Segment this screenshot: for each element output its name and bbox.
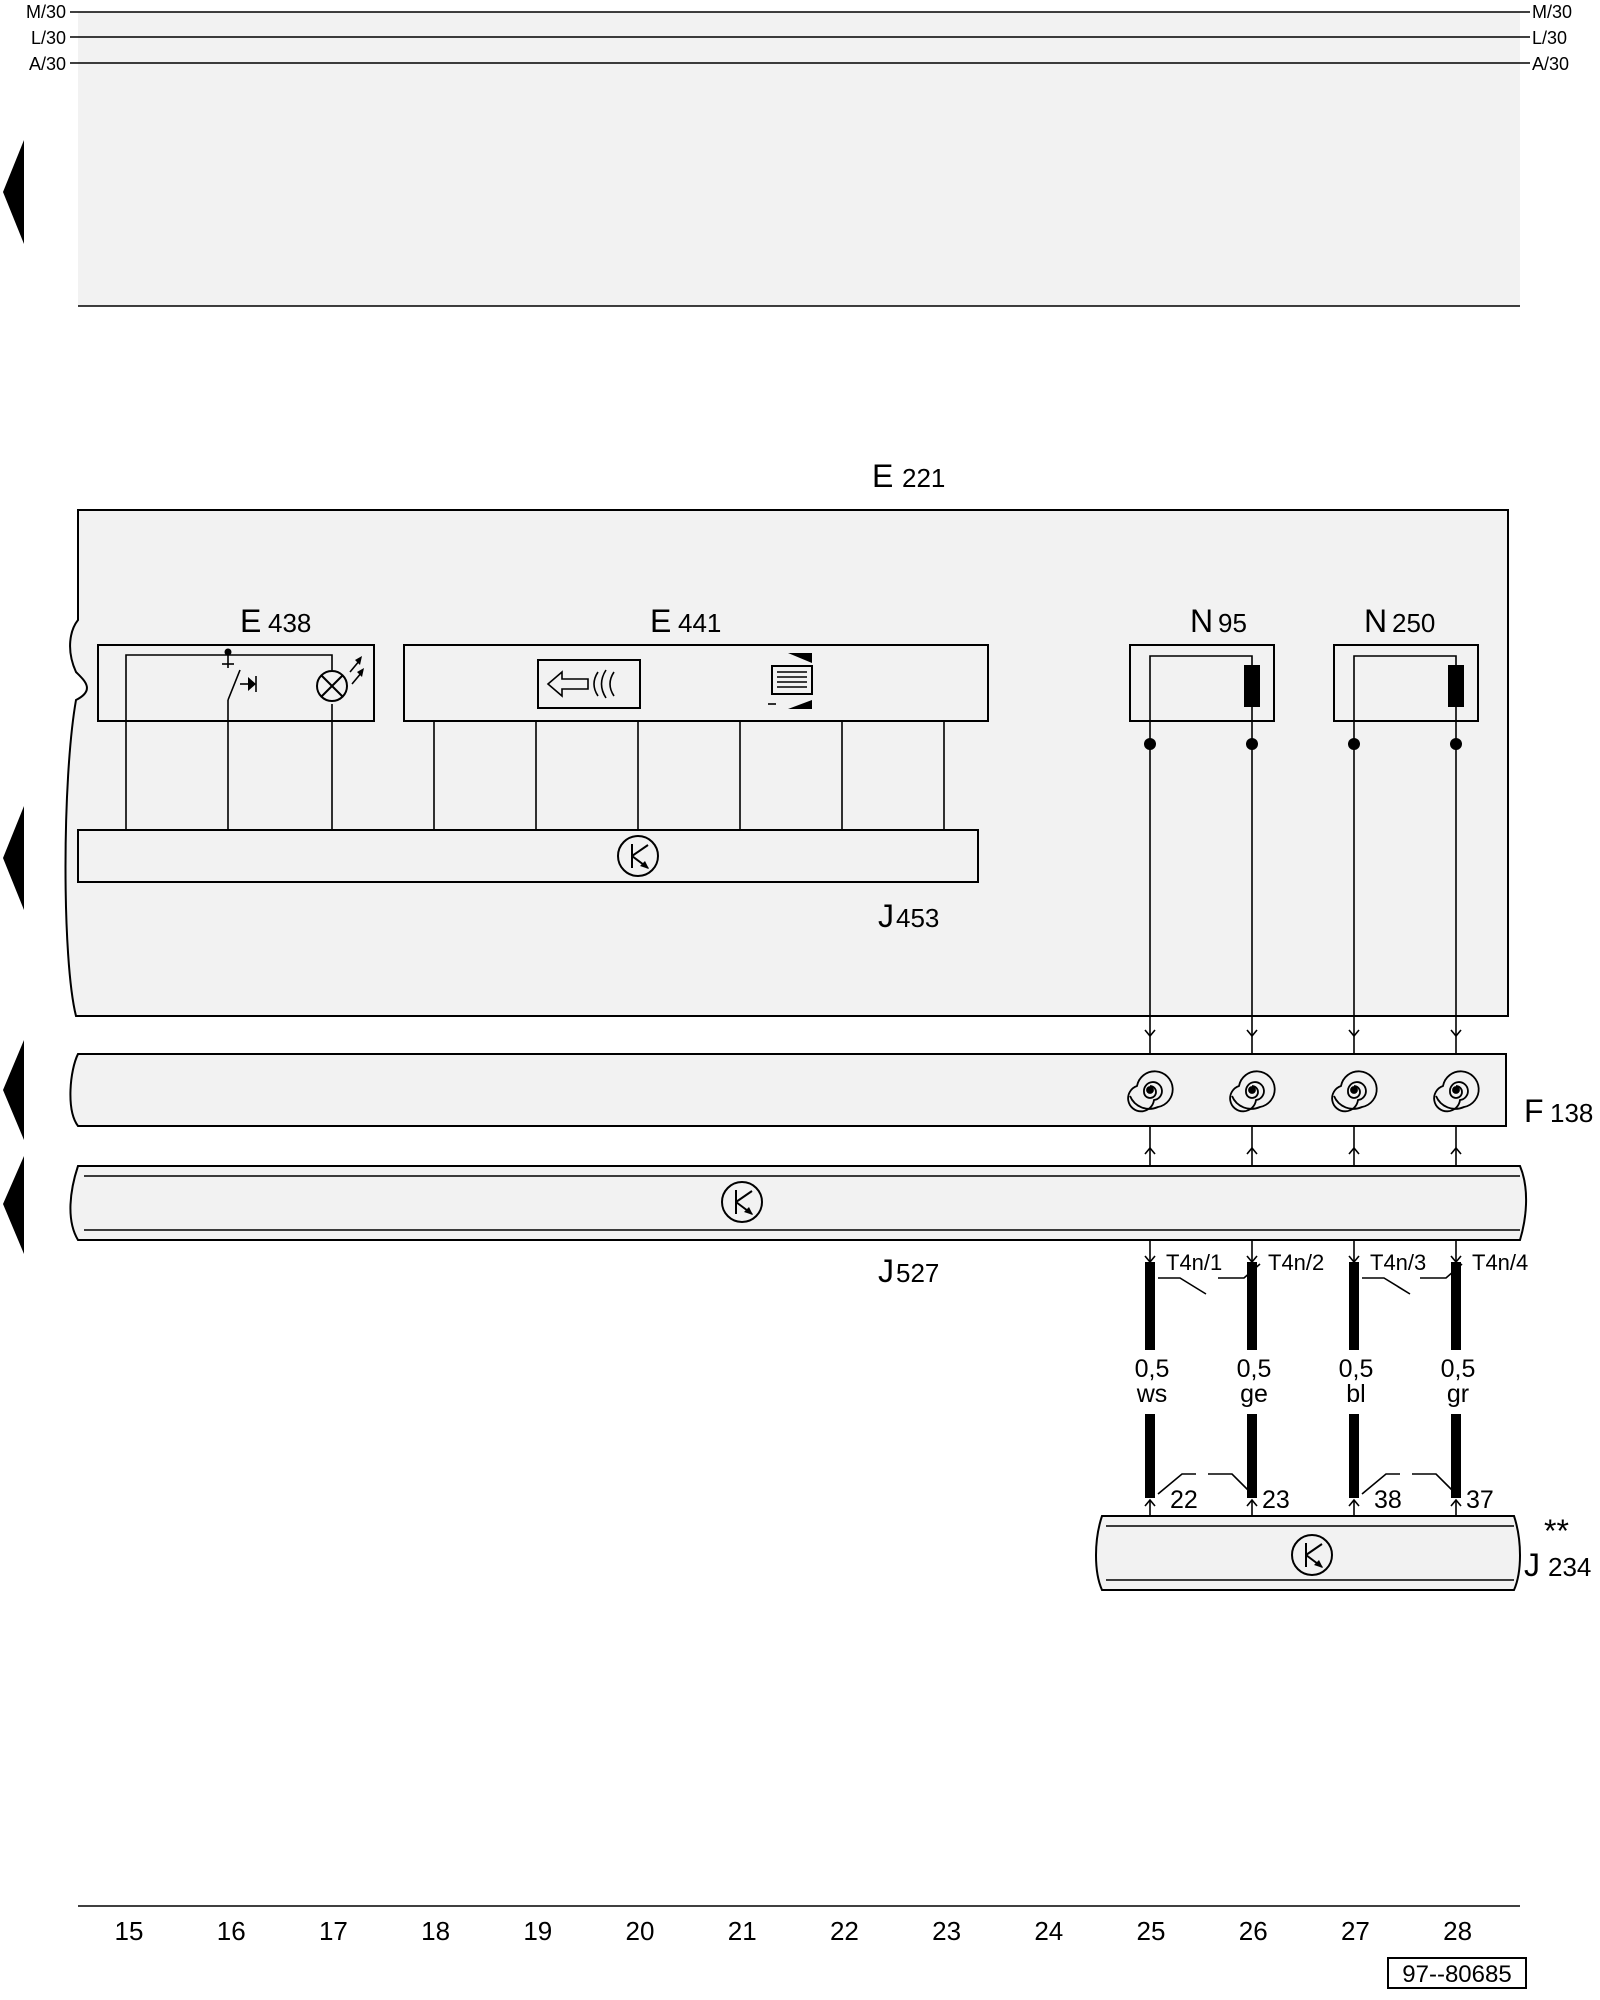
n250-solenoid-icon (1448, 665, 1464, 707)
wire-size-bl: 0,5 (1339, 1355, 1374, 1383)
f138-bar (69, 1053, 1507, 1127)
pin-label-37: 37 (1466, 1486, 1494, 1514)
continuation-arrow-j453 (3, 806, 24, 910)
j234-control-unit-icon (1291, 1534, 1333, 1576)
continuation-arrow-j527 (3, 1156, 24, 1254)
track-number: 23 (932, 1916, 961, 1946)
f138-input-chevrons (1144, 1029, 1462, 1038)
continuation-arrow-f138 (3, 1040, 24, 1140)
pin-label-38: 38 (1374, 1486, 1402, 1514)
e221-label-prefix: E (872, 458, 893, 494)
j453-label-number: 453 (896, 903, 939, 933)
j527-bar (69, 1165, 1528, 1241)
track-number: 17 (319, 1916, 348, 1946)
track-number: 28 (1443, 1916, 1472, 1946)
e438-label-prefix: E (240, 603, 261, 639)
track-number: 19 (523, 1916, 552, 1946)
e441-leads (433, 721, 945, 830)
pin-label-23: 23 (1262, 1486, 1290, 1514)
track-number: 25 (1137, 1916, 1166, 1946)
n95-wiring (1149, 655, 1253, 744)
track-number: 27 (1341, 1916, 1370, 1946)
switch-icon (222, 648, 257, 701)
j527-label-number: 527 (896, 1258, 939, 1288)
diagram-id-label: 97--80685 (1402, 1961, 1511, 1988)
e221-housing (64, 509, 1509, 1017)
connector-label-t4n-1: T4n/1 (1166, 1250, 1222, 1275)
track-number: 26 (1239, 1916, 1268, 1946)
spiral-spring-icons (1127, 1070, 1480, 1113)
j234-note-asterisks: ** (1544, 1513, 1569, 1549)
wire-size-gr: 0,5 (1441, 1355, 1476, 1383)
track-number: 18 (421, 1916, 450, 1946)
connector-label-t4n-2: T4n/2 (1268, 1250, 1324, 1275)
brightness-icon (768, 653, 813, 709)
rail-label-left-l30: L/30 (31, 28, 66, 48)
j527-control-unit-icon (721, 1181, 763, 1223)
n95-label-prefix: N (1190, 603, 1213, 639)
beam-adjust-icon (537, 659, 641, 709)
track-number: 15 (115, 1916, 144, 1946)
wire-size-ge: 0,5 (1237, 1355, 1272, 1383)
e438-label-number: 438 (268, 608, 311, 638)
j453-bar (77, 829, 979, 883)
n95-label-number: 95 (1218, 608, 1247, 638)
j453-label-prefix: J (878, 898, 894, 934)
wire-color-gr: gr (1447, 1380, 1469, 1408)
n250-wiring (1353, 655, 1457, 744)
wire-color-ge: ge (1240, 1380, 1268, 1408)
e441-label-prefix: E (650, 603, 671, 639)
j234-pin-leads (1149, 1500, 1457, 1516)
connector-label-t4n-3: T4n/3 (1370, 1250, 1426, 1275)
e221-label-number: 221 (902, 463, 945, 493)
track-number: 21 (728, 1916, 757, 1946)
rail-label-left-m30: M/30 (26, 2, 66, 22)
power-rail-panel (78, 12, 1520, 306)
wire-size-ws: 0,5 (1135, 1355, 1170, 1383)
connector-label-t4n-4: T4n/4 (1472, 1250, 1528, 1275)
n250-label-number: 250 (1392, 608, 1435, 638)
j234-label-prefix: J (1524, 1547, 1540, 1583)
pin-label-22: 22 (1170, 1486, 1198, 1514)
track-number: 20 (626, 1916, 655, 1946)
track-numbers: 15 16 17 18 19 20 21 22 23 24 25 26 27 28 (115, 1916, 1473, 1946)
lamp-icon (316, 656, 364, 702)
n95-solenoid-icon (1244, 665, 1260, 707)
j527-input-caps (1144, 1146, 1462, 1155)
j453-control-unit-icon (617, 835, 659, 877)
thick-wires (1145, 1262, 1461, 1498)
e441-label-number: 441 (678, 608, 721, 638)
rail-label-right-m30: M/30 (1532, 2, 1572, 22)
track-number: 24 (1034, 1916, 1063, 1946)
f138-label-prefix: F (1524, 1093, 1544, 1129)
j234-label-number: 234 (1548, 1552, 1591, 1582)
diagram-id-box (1387, 1957, 1527, 1989)
rail-label-right-a30: A/30 (1532, 54, 1569, 74)
wire-color-bl: bl (1346, 1380, 1365, 1408)
track-number: 16 (217, 1916, 246, 1946)
continuation-arrow-rails (3, 140, 24, 244)
n250-label-prefix: N (1364, 603, 1387, 639)
rail-label-left-a30: A/30 (29, 54, 66, 74)
rail-label-right-l30: L/30 (1532, 28, 1567, 48)
e441-box (403, 644, 989, 722)
j527-label-prefix: J (878, 1253, 894, 1289)
track-number: 22 (830, 1916, 859, 1946)
wire-color-ws: ws (1136, 1380, 1168, 1408)
f138-label-number: 138 (1550, 1098, 1593, 1128)
